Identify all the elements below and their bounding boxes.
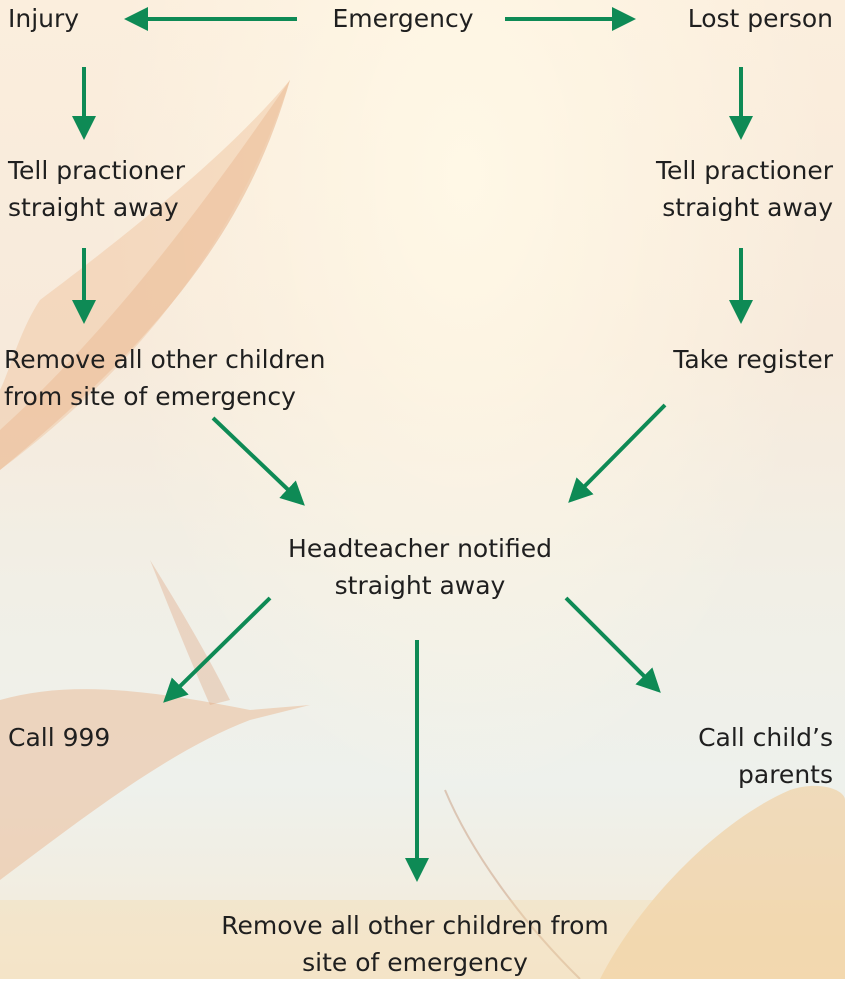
remove-children-left-line-2: from site of emergency [4, 378, 325, 415]
arrow-remove-to-headteacher [213, 418, 302, 503]
lost-person-label: Lost person [688, 0, 833, 37]
call-999-label: Call 999 [8, 719, 110, 756]
headteacher-line-2: straight away [250, 567, 590, 604]
take-register-label: Take register [673, 341, 833, 378]
take-register-node: Take register [673, 341, 833, 378]
call-parents-line-2: parents [698, 756, 833, 793]
remove-children-left-node: Remove all other children from site of e… [4, 341, 325, 415]
tell-practioner-left-line-2: straight away [8, 189, 185, 226]
tell-practioner-right-line-2: straight away [656, 189, 833, 226]
injury-label: Injury [8, 0, 79, 37]
call-999-node: Call 999 [8, 719, 110, 756]
injury-node: Injury [8, 0, 79, 37]
tell-practioner-left-line-1: Tell practioner [8, 152, 185, 189]
headteacher-line-1: Headteacher notified [250, 530, 590, 567]
tell-practioner-right-line-1: Tell practioner [656, 152, 833, 189]
arrow-register-to-headteacher [571, 405, 665, 500]
arrow-headteacher-to-999 [166, 598, 270, 700]
emergency-node: Emergency [318, 0, 488, 37]
call-parents-line-1: Call child’s [698, 719, 833, 756]
remove-children-bottom-line-2: site of emergency [170, 944, 660, 981]
remove-children-left-line-1: Remove all other children [4, 341, 325, 378]
arrow-headteacher-to-parents [566, 598, 658, 690]
tell-practioner-left-node: Tell practioner straight away [8, 152, 185, 226]
emergency-label: Emergency [318, 0, 488, 37]
remove-children-bottom-node: Remove all other children from site of e… [170, 907, 660, 981]
tell-practioner-right-node: Tell practioner straight away [656, 152, 833, 226]
headteacher-node: Headteacher notified straight away [250, 530, 590, 604]
call-parents-node: Call child’s parents [698, 719, 833, 793]
lost-person-node: Lost person [688, 0, 833, 37]
remove-children-bottom-line-1: Remove all other children from [170, 907, 660, 944]
